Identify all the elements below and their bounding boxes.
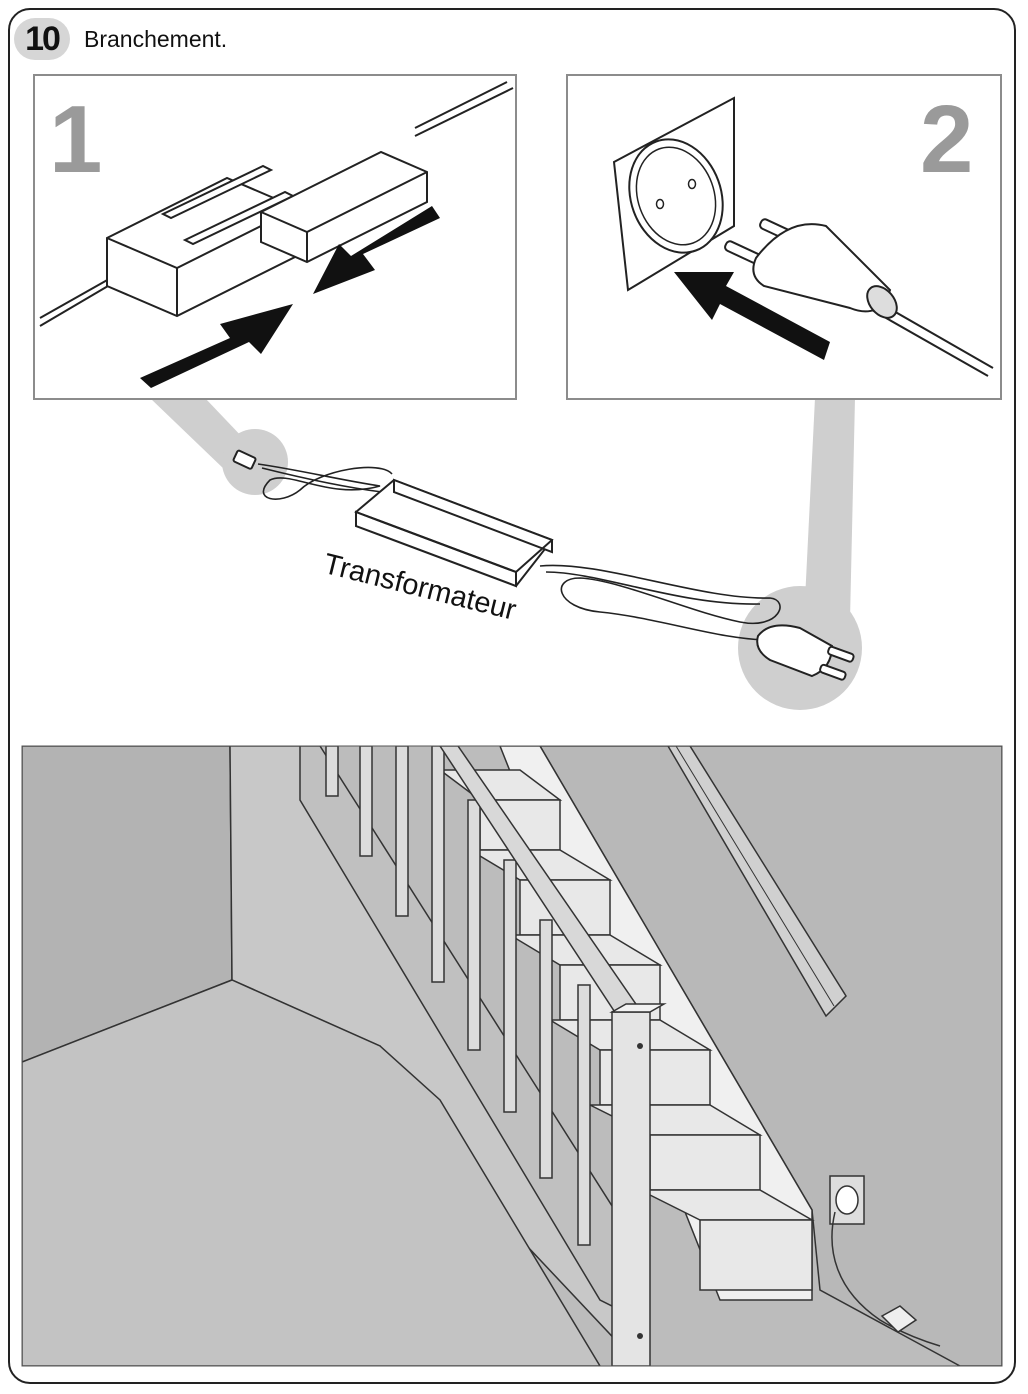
connector-icon (39, 81, 514, 327)
step-number-badge: 10 (14, 18, 70, 60)
instruction-frame (8, 8, 1016, 1384)
panel-number-1: 1 (49, 86, 103, 193)
arrow-icon (140, 206, 440, 388)
panel-1: 1 (33, 74, 517, 400)
plug-icon (724, 218, 994, 377)
panel-2: 2 (566, 74, 1002, 400)
panel-number-2: 2 (920, 86, 974, 193)
wall-socket-icon (612, 96, 735, 292)
step-title: Branchement. (84, 26, 228, 52)
arrow-icon (674, 272, 830, 360)
